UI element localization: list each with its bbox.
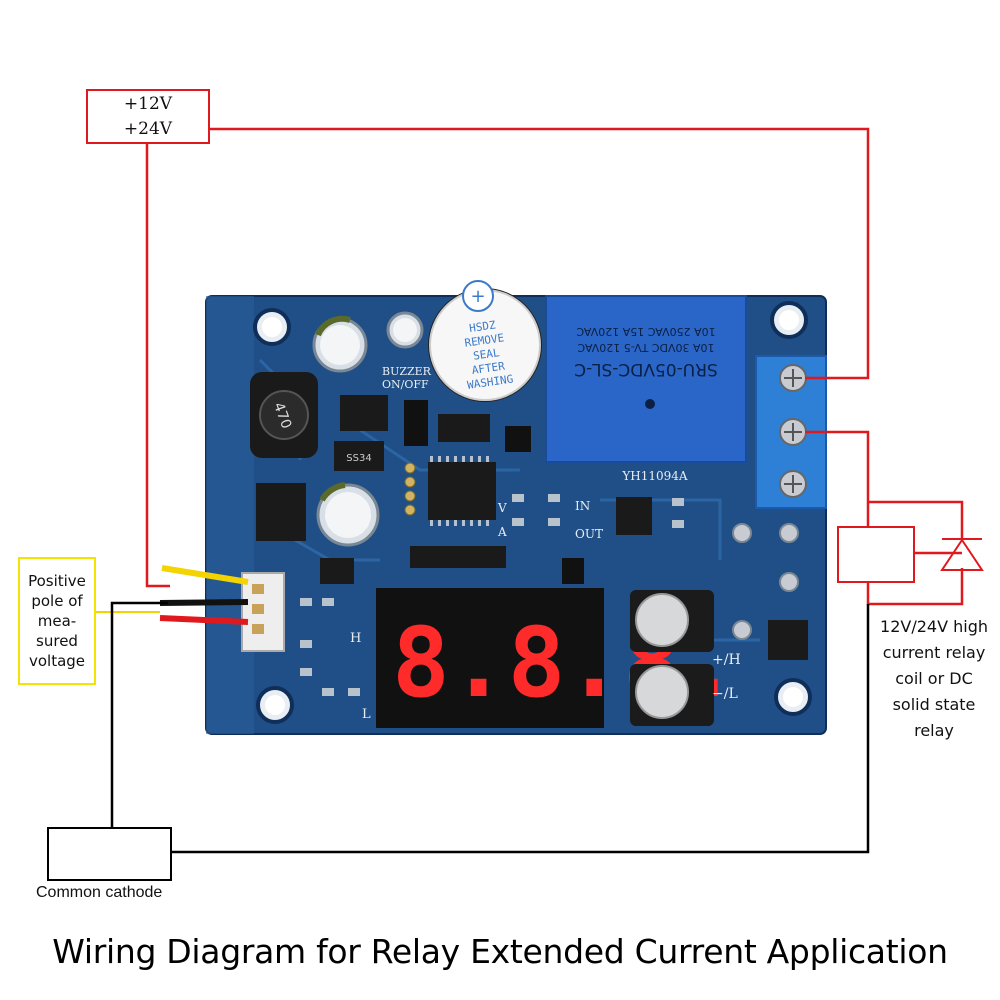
measured-voltage-line: voltage bbox=[28, 652, 86, 670]
relay-coil-box bbox=[837, 526, 915, 583]
relay: SRU-05VDC-SL-C 10A 30VDC TV-5 120VAC 10A… bbox=[545, 295, 747, 463]
buzzer-seal-line: SEAL bbox=[472, 346, 500, 363]
opamp-chip bbox=[256, 483, 306, 541]
transistor bbox=[505, 426, 531, 452]
smd-part bbox=[320, 558, 354, 584]
relay-note-line: coil or DC bbox=[895, 669, 973, 688]
ground-wiring bbox=[110, 601, 870, 854]
relay-model: SRU-05VDC-SL-C bbox=[574, 359, 718, 379]
pin-out-label: OUT bbox=[575, 527, 603, 541]
board-code: YH11094A bbox=[621, 469, 688, 483]
diode bbox=[334, 441, 384, 471]
up-button[interactable] bbox=[630, 590, 714, 652]
buzzer-label: BUZZER bbox=[382, 365, 432, 378]
smd-part bbox=[768, 620, 808, 660]
mcu-chip bbox=[428, 462, 496, 520]
relay-note-line: relay bbox=[914, 721, 954, 740]
led-l-label: L bbox=[362, 707, 371, 722]
supply-wiring bbox=[145, 127, 964, 606]
buzzer: + HSDZ REMOVE SEAL AFTER WASHING bbox=[428, 280, 542, 402]
buzzer-seal-line: HSDZ bbox=[468, 318, 496, 335]
supply-voltage-box: +12V +24V bbox=[86, 89, 210, 144]
terminal-screw[interactable] bbox=[779, 364, 807, 392]
pin-a-label: A bbox=[497, 525, 507, 539]
down-button[interactable] bbox=[630, 664, 714, 726]
measure-wires bbox=[96, 565, 249, 625]
relay-note-line: 12V/24V high bbox=[880, 617, 988, 636]
svg-text:+: + bbox=[470, 286, 485, 307]
led-h-label: H bbox=[350, 631, 361, 646]
relay-note-line: current relay bbox=[882, 643, 986, 662]
pin-in-label: IN bbox=[575, 499, 590, 513]
mounting-hole bbox=[253, 308, 291, 346]
supply-12v-label: +12V bbox=[123, 93, 173, 114]
measured-voltage-line: sured bbox=[36, 632, 78, 650]
diode-code: SS34 bbox=[346, 453, 371, 464]
smd-diode bbox=[438, 414, 490, 442]
relay-rating: 10A 250VAC 15A 120VAC bbox=[576, 325, 716, 338]
down-button-label: −/L bbox=[712, 686, 738, 702]
mounting-hole bbox=[770, 301, 808, 339]
diode-symbol bbox=[940, 538, 984, 571]
measured-voltage-line: Positive bbox=[28, 572, 86, 590]
pin-v-label: V bbox=[497, 501, 507, 515]
transistor bbox=[562, 558, 584, 584]
mounting-hole bbox=[774, 678, 812, 716]
buzzer-seal-line: REMOVE bbox=[464, 331, 505, 349]
seven-segment-display: 8.8.8. bbox=[376, 588, 739, 728]
common-cathode-label: Common cathode bbox=[36, 884, 163, 901]
buzzer-jumper[interactable] bbox=[404, 400, 428, 446]
optocoupler bbox=[616, 497, 652, 535]
up-button-label: +/H bbox=[712, 652, 741, 668]
capacitor bbox=[312, 315, 368, 373]
common-cathode-box bbox=[47, 827, 172, 881]
buzzer-seal-line: WASHING bbox=[466, 372, 514, 391]
diagram-title: Wiring Diagram for Relay Extended Curren… bbox=[52, 932, 948, 971]
relay-note: 12V/24V high current relay coil or DC so… bbox=[870, 614, 998, 744]
measured-voltage-box: Positive pole of mea- sured voltage bbox=[18, 557, 96, 685]
measured-voltage-line: pole of bbox=[31, 592, 83, 610]
controller-board: 470 + HSDZ REMOVE SEAL AFTER WASHING BUZ… bbox=[205, 280, 827, 735]
relay-note-line: solid state bbox=[892, 695, 976, 714]
terminal-screw[interactable] bbox=[779, 418, 807, 446]
relay-rating: 10A 30VDC TV-5 120VAC bbox=[577, 341, 714, 354]
measured-voltage-line: mea- bbox=[37, 612, 77, 630]
capacitor bbox=[386, 311, 424, 349]
inductor: 470 bbox=[250, 372, 318, 458]
supply-24v-label: +24V bbox=[123, 118, 173, 139]
capacitor bbox=[316, 482, 380, 547]
resistor-array bbox=[410, 546, 506, 568]
terminal-screw[interactable] bbox=[779, 470, 807, 498]
mounting-hole bbox=[256, 686, 294, 724]
regulator-chip bbox=[340, 395, 388, 431]
buzzer-switch-label: ON/OFF bbox=[382, 378, 429, 391]
buzzer-seal-line: AFTER bbox=[471, 359, 506, 377]
